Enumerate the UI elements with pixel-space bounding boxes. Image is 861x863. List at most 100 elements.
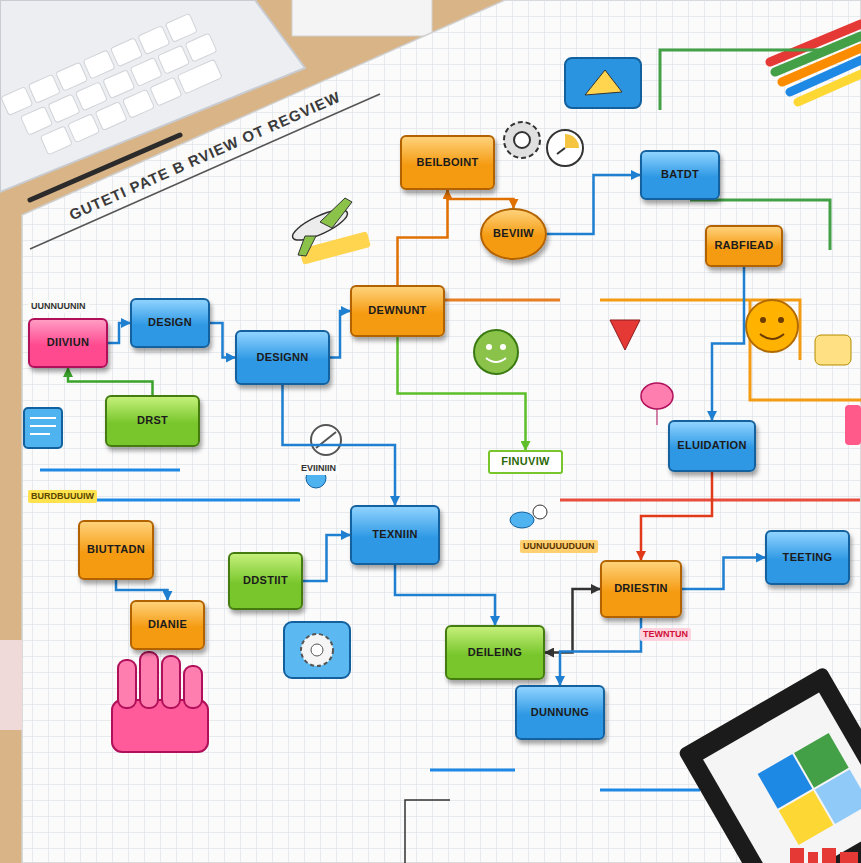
node-text: DIANIE (148, 618, 187, 631)
decor-shape (405, 800, 450, 863)
process-box: DRIESTIN (600, 560, 682, 618)
annotation-tag: EVIINIIN (298, 462, 339, 475)
node-text: TEETING (783, 551, 833, 564)
lamp-icon (815, 335, 851, 365)
decor-shape (533, 505, 547, 519)
decor-shape (840, 852, 858, 863)
process-box: TEXNIIN (350, 505, 440, 565)
annotation-tag: UUNUUUUDUUN (520, 540, 598, 553)
decor-shape (746, 300, 798, 352)
decor-shape (68, 114, 100, 143)
process-box: TEETING (765, 530, 850, 585)
decor-shape (600, 789, 700, 792)
flow-arrow (210, 323, 235, 358)
decor-shape (500, 344, 506, 350)
decor-shape (504, 122, 540, 158)
decor-shape (24, 408, 62, 448)
decor-shape (311, 425, 341, 455)
annotation-tag: TEWNTUN (640, 628, 691, 641)
node-text: DRIESTIN (614, 582, 668, 595)
process-box: DRST (105, 395, 200, 447)
process-box: DEILEING (445, 625, 545, 680)
decor-shape (585, 70, 622, 95)
decor-shape (111, 38, 143, 67)
smiley-icon (746, 300, 798, 352)
decor-shape (56, 62, 88, 91)
decor-shape (657, 409, 658, 425)
decor-shape (301, 634, 333, 666)
decor-shape (40, 469, 180, 472)
decor-shape (184, 666, 202, 708)
node-text: DESIGNN (256, 351, 308, 364)
annotation-tag: BURDBUUUIW (28, 490, 97, 503)
decor-shape (21, 106, 53, 135)
decor-shape (430, 769, 515, 772)
header-rule (30, 116, 330, 249)
corner-mark (790, 848, 858, 863)
markers (770, 24, 861, 102)
process-box: DIANIE (130, 600, 205, 650)
decor-shape (600, 300, 800, 360)
decor-shape (123, 89, 155, 118)
icon-box (565, 58, 641, 108)
node-text: DDSTIIT (243, 574, 288, 587)
flow-arrow (398, 337, 526, 450)
hand-figure (112, 652, 208, 752)
decor-shape (560, 499, 860, 502)
flow-arrow (108, 323, 130, 343)
process-box: DESIGNN (235, 330, 330, 385)
decor-shape (177, 59, 222, 94)
flow-arrow (330, 311, 350, 358)
diagram-title: GUTETI PATE B RVIEW OT REGVIEW (67, 88, 343, 224)
process-box: DIIVIUN (28, 318, 108, 368)
decor-shape (95, 102, 127, 131)
flow-arrow (68, 368, 153, 395)
book-icon (24, 408, 62, 448)
decor-shape (298, 236, 316, 256)
node-text: RABFIEAD (714, 239, 773, 252)
node-text: DRST (137, 414, 168, 427)
flow-arrow (682, 558, 765, 590)
flow-arrow (547, 175, 640, 234)
bird-icon (510, 505, 547, 528)
flow-arrow (448, 190, 514, 208)
flow-arrow (398, 190, 448, 285)
decor-shape (28, 74, 60, 103)
decor-shape (822, 848, 836, 863)
decor-shape (808, 852, 818, 863)
decor-shape (677, 666, 861, 863)
decor-shape (641, 383, 673, 409)
decor-shape (798, 74, 861, 102)
node-text: DEWNUNT (368, 304, 426, 317)
decor-shape (815, 769, 861, 824)
decor-shape (140, 652, 158, 708)
process-box: DUNNUNG (515, 685, 605, 740)
clock-icon (547, 130, 583, 166)
airplane-icon (289, 198, 371, 265)
decor-shape (75, 82, 107, 111)
node-text: BEVIIW (493, 227, 534, 240)
picture-frame (677, 666, 861, 863)
flow-arrow (116, 580, 168, 600)
decor-shape (510, 512, 534, 528)
decor-shape (778, 317, 784, 323)
node-text: ELUIDATION (677, 439, 746, 452)
node-text: DEILEING (468, 646, 522, 659)
node-text: TEXNIIN (372, 528, 418, 541)
decision-circle: BEVIIW (480, 208, 547, 260)
node-text: DUNNUNG (531, 706, 589, 719)
decor-shape (1, 87, 33, 116)
decor-shape (486, 358, 506, 362)
decor-shape (703, 692, 861, 863)
decor-shape (118, 660, 136, 708)
process-box: BIUTTADN (78, 520, 154, 580)
node-text: FINUVIW (501, 455, 550, 468)
decor-shape (514, 132, 530, 148)
decor-shape (40, 126, 72, 155)
edge-box (845, 405, 861, 445)
gear-box (284, 622, 350, 678)
process-box: ELUIDATION (668, 420, 756, 472)
pen-holder (0, 640, 22, 730)
paper-stack (292, 0, 432, 36)
decor-shape (320, 198, 352, 228)
